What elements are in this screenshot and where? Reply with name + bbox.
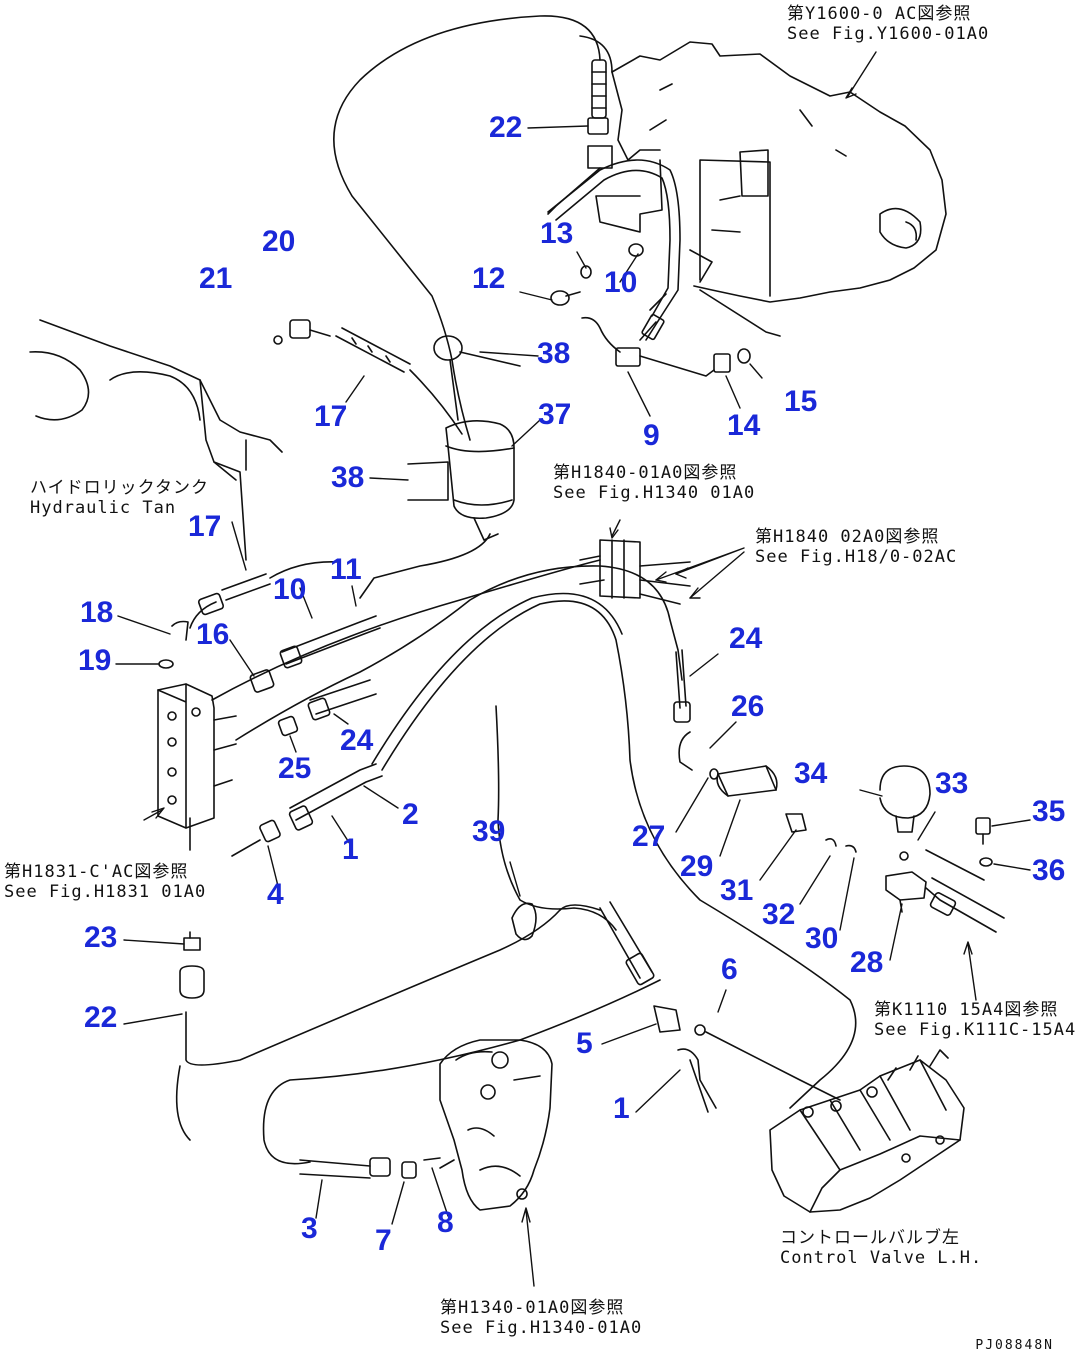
part-number-label: 12 bbox=[472, 262, 506, 295]
fittings-right-group bbox=[716, 765, 1005, 933]
pump-outline bbox=[439, 1039, 553, 1211]
fittings-upper bbox=[550, 243, 781, 377]
reference-line: 第H1831-C'AC図参照 bbox=[4, 862, 189, 882]
part-number-label: 9 bbox=[643, 419, 660, 452]
reference-line: See Fig.K111C-15A4 bbox=[874, 1020, 1077, 1040]
manifold-block bbox=[157, 683, 237, 851]
part-number-label: 2 bbox=[402, 798, 419, 831]
part-number-label: 10 bbox=[604, 266, 638, 299]
part-number-label: 31 bbox=[720, 874, 754, 907]
hydraulic-tank-outline bbox=[29, 319, 283, 561]
leader-lines bbox=[115, 125, 1031, 1225]
part-number-label: 35 bbox=[1032, 795, 1066, 828]
pipe-transmission bbox=[547, 159, 681, 341]
part-number-label: 25 bbox=[278, 752, 312, 785]
reference-line: See Fig.H1340 01A0 bbox=[553, 483, 756, 503]
reference-line: See Fig.Y1600-01A0 bbox=[787, 24, 990, 44]
part-number-label: 37 bbox=[538, 398, 572, 431]
part-number-label: 6 bbox=[721, 953, 738, 986]
fittings-5-6 bbox=[653, 1005, 841, 1113]
reference-line: 第Y1600-0 AC図参照 bbox=[787, 4, 972, 24]
reference-line: See Fig.H18/0-02AC bbox=[755, 547, 958, 567]
part-number-label: 14 bbox=[727, 409, 761, 442]
reference-line: 第H1840-01A0図参照 bbox=[553, 463, 738, 483]
part-number-label: 23 bbox=[84, 921, 118, 954]
part-number-label: 17 bbox=[314, 400, 348, 433]
hose-1-upper bbox=[231, 763, 383, 857]
part-number-label: 24 bbox=[340, 724, 374, 757]
part-number-label: 39 bbox=[472, 815, 506, 848]
hose-17-upper bbox=[273, 319, 463, 435]
part-number-label: 22 bbox=[489, 111, 523, 144]
reference-line: See Fig.H1831 01A0 bbox=[4, 882, 207, 902]
reference-line: See Fig.H1340-01A0 bbox=[440, 1318, 643, 1338]
part-number-label: 22 bbox=[84, 1001, 118, 1034]
part-number-label: 30 bbox=[805, 922, 839, 955]
part-number-label: 8 bbox=[437, 1206, 454, 1239]
hose-39 bbox=[495, 705, 617, 931]
part-number-label: 17 bbox=[188, 510, 222, 543]
hose-1-loop bbox=[381, 600, 857, 1109]
reference-line: 第H1840 02A0図参照 bbox=[755, 527, 940, 547]
part-number-label: 36 bbox=[1032, 854, 1066, 887]
part-number-label: 27 bbox=[632, 820, 666, 853]
part-number-label: 34 bbox=[794, 757, 828, 790]
reference-line: 第K1110 15A4図参照 bbox=[874, 1000, 1059, 1020]
transmission-outline bbox=[595, 41, 947, 303]
part-number-label: 24 bbox=[729, 622, 763, 655]
part-number-label: 18 bbox=[80, 596, 114, 629]
hose-17-lower bbox=[158, 561, 341, 669]
part-number-label: 4 bbox=[267, 878, 284, 911]
part-number-label: 21 bbox=[199, 262, 233, 295]
part-number-label: 7 bbox=[375, 1224, 392, 1257]
part-number-label: 26 bbox=[731, 690, 765, 723]
part-number-label: 20 bbox=[262, 225, 296, 258]
part-number-label: 38 bbox=[537, 337, 571, 370]
part-number-label: 10 bbox=[273, 573, 307, 606]
control-valve-outline bbox=[769, 1049, 965, 1213]
part-number-label: 3 bbox=[301, 1212, 318, 1245]
part-number-label: 38 bbox=[331, 461, 365, 494]
filter-37 bbox=[407, 335, 521, 541]
part-number-label: 5 bbox=[576, 1027, 593, 1060]
part-number-label: 29 bbox=[680, 850, 714, 883]
hose-24-lower bbox=[277, 679, 377, 737]
reference-line: ハイドロリックタンク bbox=[30, 478, 209, 498]
part-number-label: 1 bbox=[342, 833, 359, 866]
reference-line: Hydraulic Tan bbox=[30, 498, 177, 518]
part-number-label: 33 bbox=[935, 767, 969, 800]
drawing-code: PJ08848N bbox=[975, 1338, 1054, 1353]
part-number-label: 1 bbox=[613, 1092, 630, 1125]
hose-22-top bbox=[547, 59, 613, 215]
hose-22-lower bbox=[175, 904, 601, 1141]
part-number-label: 16 bbox=[196, 618, 230, 651]
hose-top-loop bbox=[333, 15, 601, 441]
hose-11 bbox=[359, 533, 491, 599]
reference-arrows bbox=[143, 51, 977, 1287]
reference-line: 第H1340-01A0図参照 bbox=[440, 1298, 625, 1318]
part-number-label: 13 bbox=[540, 217, 574, 250]
reference-line: Control Valve L.H. bbox=[780, 1248, 983, 1268]
part-number-label: 32 bbox=[762, 898, 796, 931]
hose-3-lower bbox=[262, 979, 661, 1179]
reference-line: コントロールバルブ左 bbox=[780, 1228, 960, 1248]
hose-10-lower bbox=[249, 615, 381, 693]
hose-top-loop-inner bbox=[579, 35, 613, 73]
part-number-label: 28 bbox=[850, 946, 884, 979]
part-number-label: 11 bbox=[330, 553, 362, 586]
part-number-label: 19 bbox=[78, 644, 112, 677]
hose-24-upper bbox=[675, 649, 687, 709]
part-number-label: 15 bbox=[784, 385, 818, 418]
